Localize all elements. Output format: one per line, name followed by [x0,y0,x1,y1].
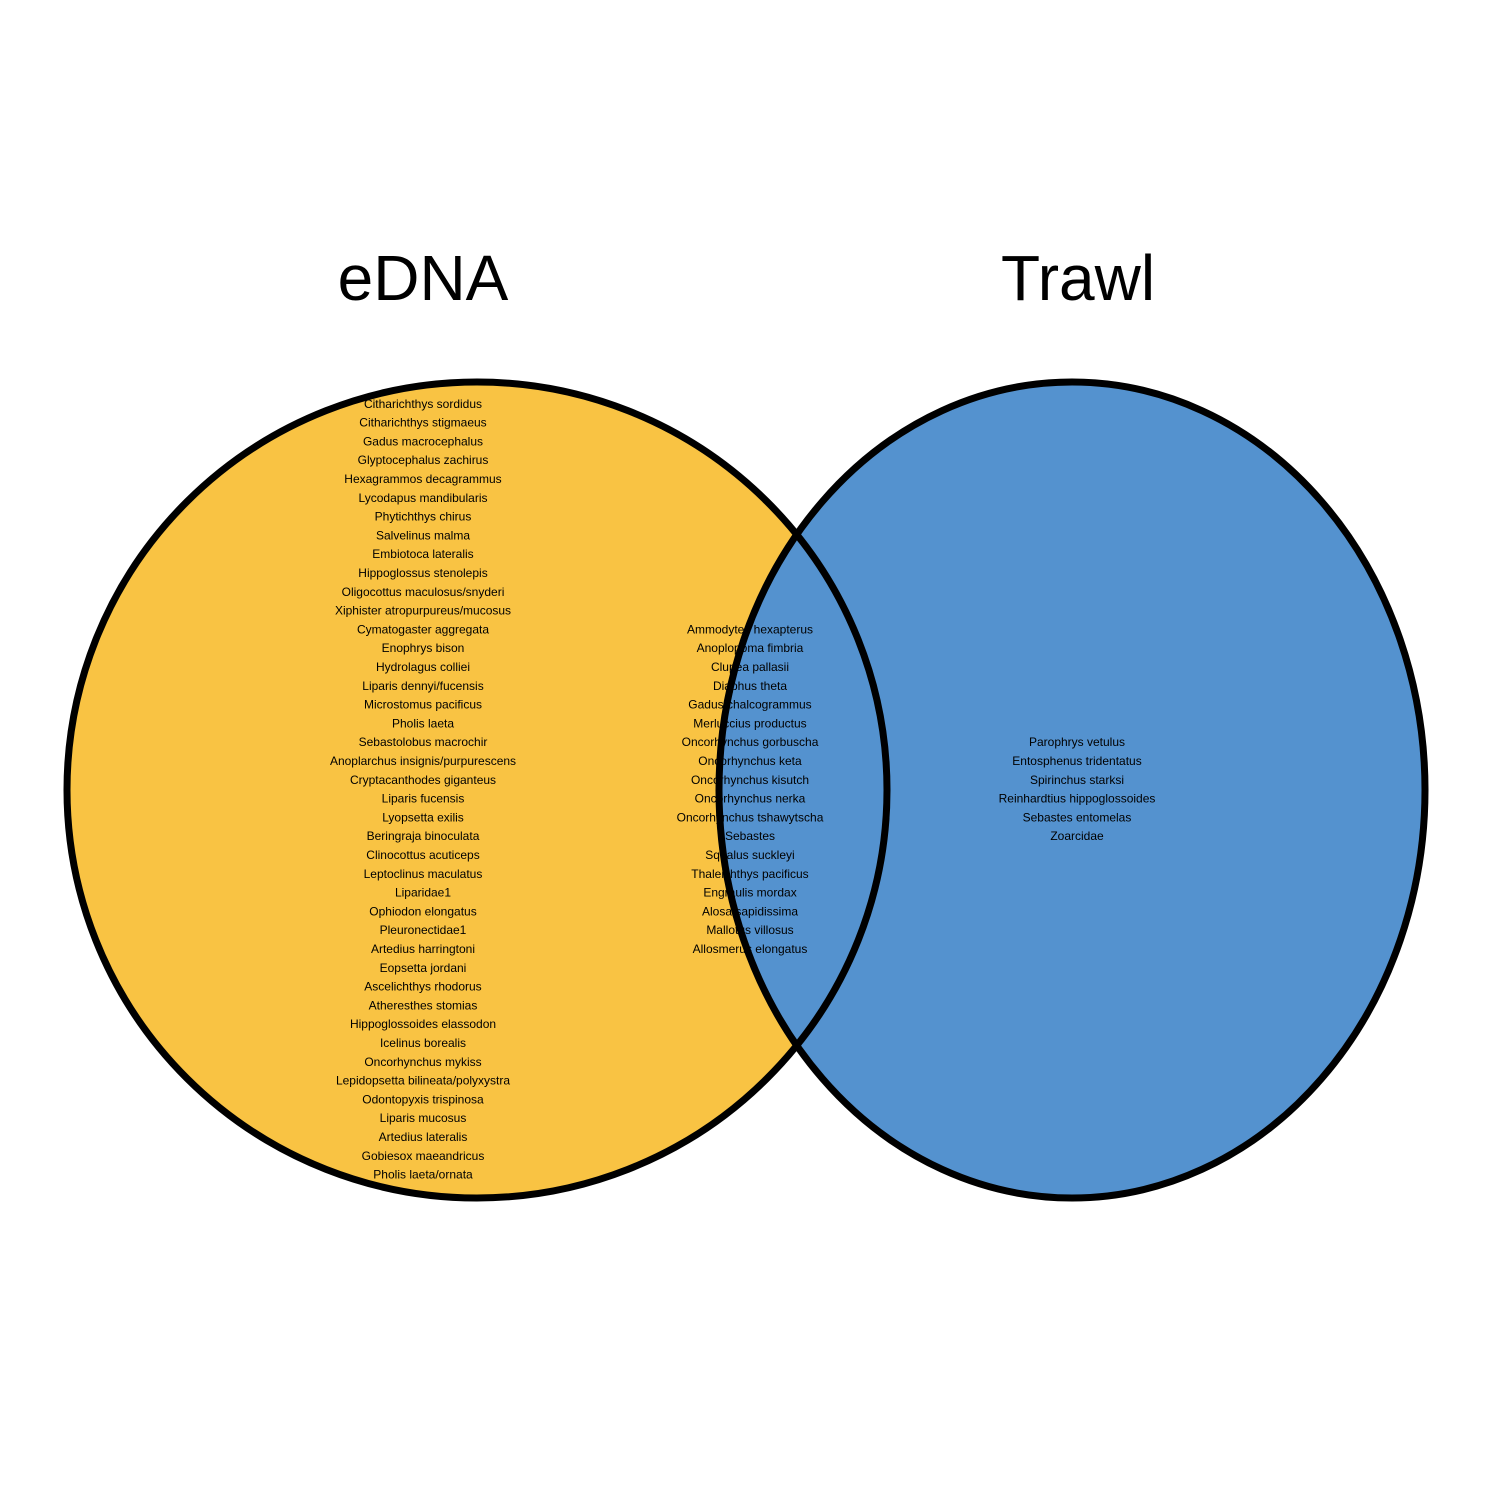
trawl-circle [719,382,1425,1198]
species-label: Embiotoca lateralis [372,547,473,561]
species-label: Sebastes [725,829,775,843]
species-label: Pleuronectidae1 [380,923,467,937]
species-label: Pholis laeta [392,716,454,730]
species-label: Artedius harringtoni [371,942,475,956]
species-label: Lycodapus mandibularis [359,491,488,505]
edna-set-title: eDNA [338,242,509,314]
species-label: Ascelichthys rhodorus [364,980,481,994]
species-label: Lyopsetta exilis [382,810,464,824]
species-label: Entosphenus tridentatus [1012,754,1141,768]
trawl-set-title: Trawl [1001,242,1155,314]
species-label: Phytichthys chirus [375,510,472,524]
species-label: Microstomus pacificus [364,698,482,712]
species-label: Liparis dennyi/fucensis [362,679,483,693]
species-label: Oncorhynchus nerka [695,792,806,806]
species-label: Sebastolobus macrochir [359,735,488,749]
trawl-circle-outline [715,378,1429,1202]
species-label: Sebastes entomelas [1023,810,1132,824]
species-label: Oligocottus maculosus/snyderi [342,585,505,599]
species-label: Hexagrammos decagrammus [344,472,501,486]
species-label: Icelinus borealis [380,1036,466,1050]
species-label: Liparis fucensis [382,792,465,806]
species-label: Gadus macrocephalus [363,434,483,448]
species-label: Parophrys vetulus [1029,735,1125,749]
species-label: Hydrolagus colliei [376,660,470,674]
species-label: Citharichthys stigmaeus [359,416,486,430]
species-label: Oncorhynchus gorbuscha [682,735,819,749]
species-label: Glyptocephalus zachirus [358,453,489,467]
edna-circle [67,382,887,1198]
species-label: Enophrys bison [382,641,465,655]
species-label: Anoplopoma fimbria [697,641,804,655]
species-label: Allosmerus elongatus [693,942,808,956]
species-label: Hippoglossus stenolepis [358,566,487,580]
species-label: Oncorhynchus kisutch [691,773,809,787]
species-label: Hippoglossoides elassodon [350,1017,496,1031]
species-label: Citharichthys sordidus [364,397,482,411]
species-label: Gadus chalcogrammus [688,698,811,712]
species-label: Oncorhynchus mykiss [364,1055,481,1069]
species-label: Clinocottus acuticeps [366,848,479,862]
species-label: Salvelinus malma [376,528,470,542]
species-label: Liparis mucosus [380,1111,467,1125]
species-label: Eopsetta jordani [380,961,467,975]
species-label: Atheresthes stomias [369,998,478,1012]
species-label: Gobiesox maeandricus [362,1149,485,1163]
species-label: Cymatogaster aggregata [357,622,489,636]
species-label: Clupea pallasii [711,660,789,674]
species-label: Spirinchus starksi [1030,773,1124,787]
species-label: Leptoclinus maculatus [364,867,483,881]
species-label: Engraulis mordax [703,886,796,900]
species-label: Odontopyxis trispinosa [362,1092,484,1106]
species-label: Thaleichthys pacificus [691,867,808,881]
species-label: Liparidae1 [395,886,451,900]
species-label: Merluccius productus [693,716,806,730]
species-label: Zoarcidae [1050,829,1104,843]
species-label: Squalus suckleyi [705,848,794,862]
species-label: Beringraja binoculata [367,829,480,843]
species-label: Oncorhynchus keta [698,754,802,768]
species-label: Xiphister atropurpureus/mucosus [335,604,511,618]
species-label: Cryptacanthodes giganteus [350,773,496,787]
species-label: Oncorhynchus tshawytscha [677,810,824,824]
species-label: Ophiodon elongatus [369,904,476,918]
species-label: Anoplarchus insignis/purpurescens [330,754,516,768]
edna-circle-outline [63,378,891,1202]
species-label: Pholis laeta/ornata [373,1168,473,1182]
species-label: Diaphus theta [713,679,787,693]
species-label: Artedius lateralis [379,1130,468,1144]
species-label: Alosa sapidissima [702,904,798,918]
species-label: Mallotus villosus [706,923,793,937]
species-label: Reinhardtius hippoglossoides [999,792,1156,806]
species-label: Ammodytes hexapterus [687,622,813,636]
species-label: Lepidopsetta bilineata/polyxystra [336,1074,510,1088]
